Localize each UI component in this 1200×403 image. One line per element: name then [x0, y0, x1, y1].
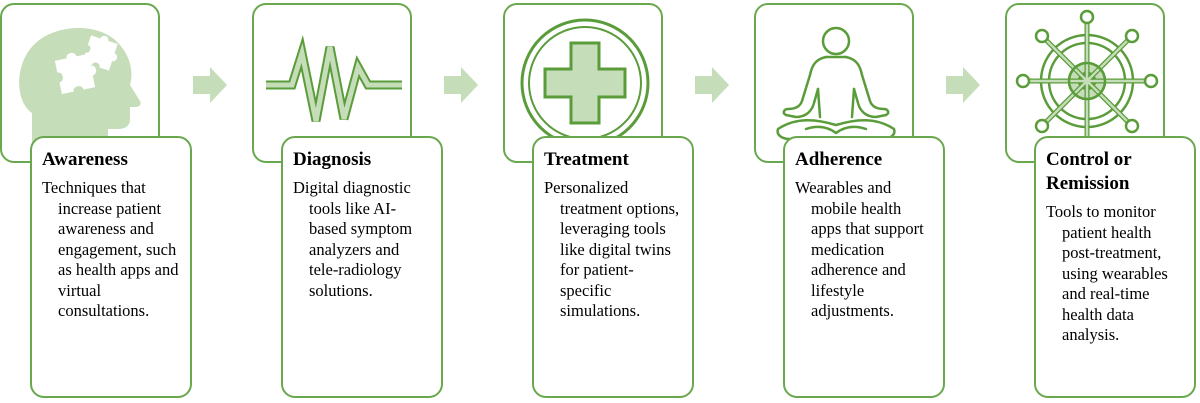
step-title: Diagnosis — [293, 149, 372, 170]
step-description: Techniques that increase patient awarene… — [42, 178, 179, 320]
head-puzzle-icon — [19, 27, 141, 145]
adherence-card: Adherence Wearables and mobile health ap… — [783, 136, 945, 398]
heartbeat-icon — [266, 35, 402, 122]
step-description: Digital diagnostic tools like AI-based s… — [293, 178, 413, 300]
meditation-icon — [776, 26, 896, 141]
step-description: Personalized treatment options, leveragi… — [544, 178, 680, 320]
step-title: Awareness — [42, 149, 128, 170]
step-title: Control or Remission — [1046, 149, 1132, 194]
diagnosis-card: Diagnosis Digital diagnostic tools like … — [281, 136, 443, 398]
arrow-right-icon — [444, 67, 478, 103]
step-title: Adherence — [795, 149, 883, 170]
awareness-card: Awareness Techniques that increase patie… — [30, 136, 192, 398]
arrow-right-icon — [193, 67, 227, 103]
step-description: Wearables and mobile health apps that su… — [795, 178, 924, 320]
step-description: Tools to monitor patient health post-tre… — [1046, 202, 1168, 344]
arrow-right-icon — [695, 67, 729, 103]
arrow-right-icon — [946, 67, 980, 103]
step-title: Treatment — [544, 149, 629, 170]
control-card: Control or Remission Tools to monitor pa… — [1034, 136, 1196, 398]
treatment-card: Treatment Personalized treatment options… — [532, 136, 694, 398]
